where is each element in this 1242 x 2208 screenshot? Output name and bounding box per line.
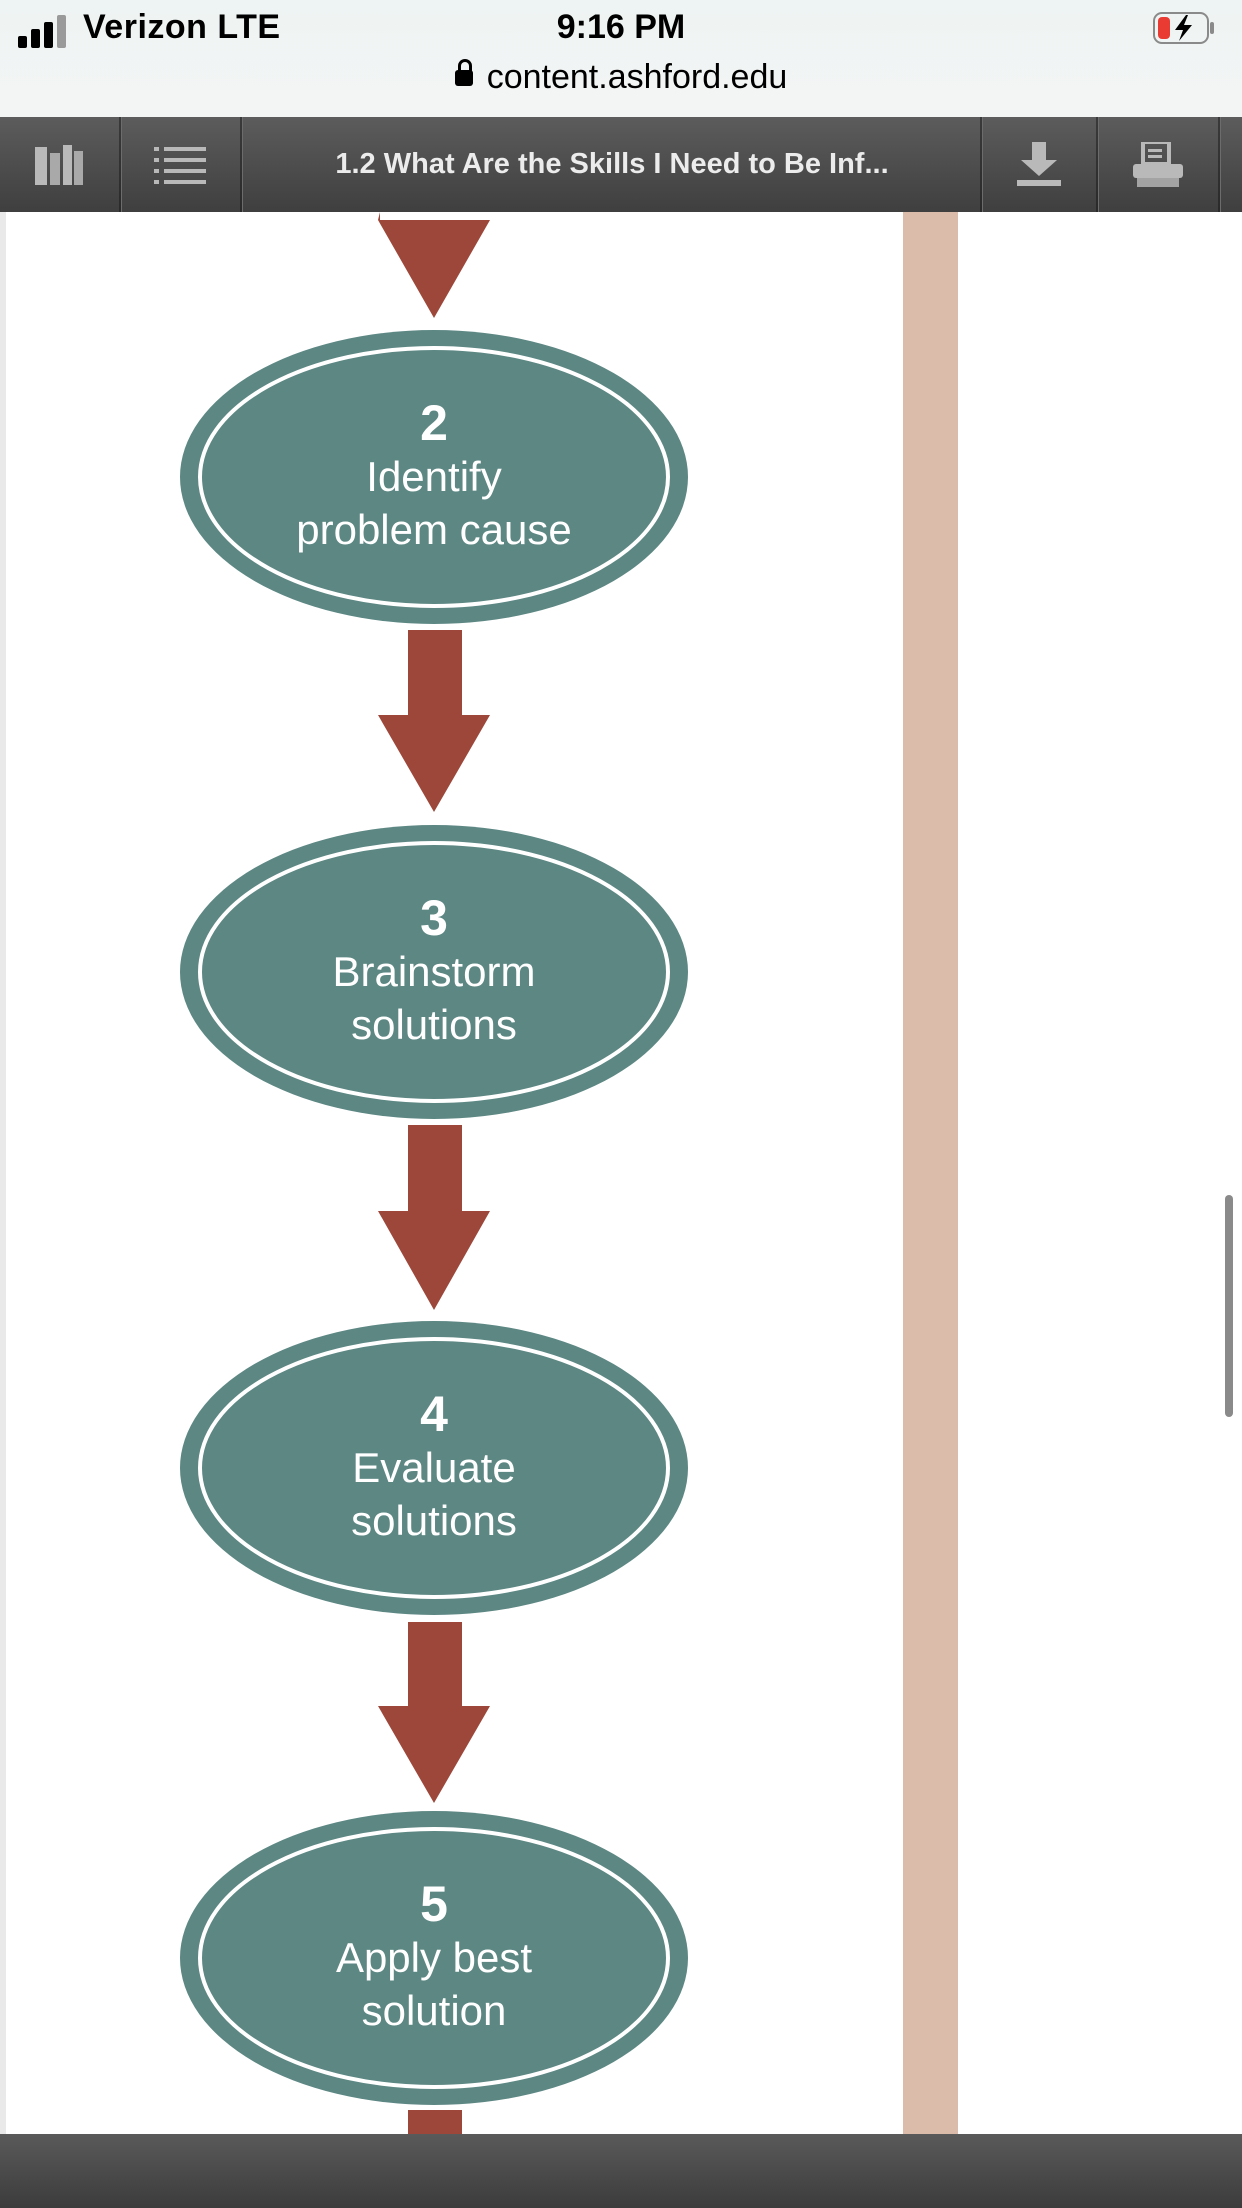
bottom-toolbar: [0, 2134, 1242, 2208]
step-2-ellipse: [180, 330, 688, 624]
arrow-step-2-to-3: [378, 630, 490, 812]
status-time: 9:16 PM: [556, 8, 686, 46]
lock-icon: [454, 59, 473, 86]
step-2-text: 2 Identify problem cause: [224, 396, 644, 556]
step-number: 4: [420, 1386, 448, 1442]
step-number: 3: [420, 890, 448, 946]
step-label: Brainstorm solutions: [332, 948, 536, 1048]
step-number: 2: [420, 395, 448, 451]
chapter-title: 1.2 What Are the Skills I Need to Be Inf…: [335, 148, 889, 180]
sidebar-decoration: [903, 212, 958, 2134]
download-icon: [1017, 141, 1061, 186]
step-3-text: 3 Brainstorm solutions: [224, 891, 644, 1051]
cellular-signal-icon: [18, 14, 78, 48]
step-label: Apply best solution: [335, 1934, 533, 2034]
status-bar: Verizon LTE 9:16 PM content.ashford.edu: [0, 0, 1242, 117]
step-4-text: 4 Evaluate solutions: [224, 1387, 644, 1547]
step-5-ellipse: [180, 1811, 688, 2105]
step-3-ellipse: [180, 825, 688, 1119]
carrier-name: Verizon LTE: [83, 8, 281, 46]
url-text: content.ashford.edu: [486, 58, 788, 96]
download-button[interactable]: [983, 117, 1095, 212]
flowchart-graphics: [180, 212, 688, 2134]
address-bar[interactable]: content.ashford.edu: [0, 58, 1242, 97]
reader-toolbar: 1.2 What Are the Skills I Need to Be Inf…: [0, 117, 1242, 213]
bookshelf-icon: [35, 144, 83, 185]
scrollbar-thumb[interactable]: [1225, 1195, 1233, 1417]
table-of-contents-button[interactable]: [122, 117, 240, 212]
list-icon: [154, 146, 206, 184]
library-button[interactable]: [0, 117, 118, 212]
arrow-into-step-2: [378, 212, 490, 318]
step-label: Identify problem cause: [296, 453, 572, 553]
battery-charging-icon: [1153, 12, 1214, 44]
step-5-text: 5 Apply best solution: [224, 1877, 644, 2037]
step-4-ellipse: [180, 1321, 688, 1615]
arrow-step-4-to-5: [378, 1622, 490, 1803]
print-icon: [1133, 141, 1183, 187]
arrow-step-3-to-4: [378, 1125, 490, 1310]
print-button[interactable]: [1099, 117, 1217, 212]
page-content[interactable]: 2 Identify problem cause 3 Brainstorm so…: [0, 212, 1242, 2134]
step-number: 5: [420, 1876, 448, 1932]
problem-solving-flowchart: 2 Identify problem cause 3 Brainstorm so…: [0, 212, 900, 2134]
step-label: Evaluate solutions: [351, 1444, 517, 1544]
arrow-from-step-5: [408, 2110, 462, 2134]
